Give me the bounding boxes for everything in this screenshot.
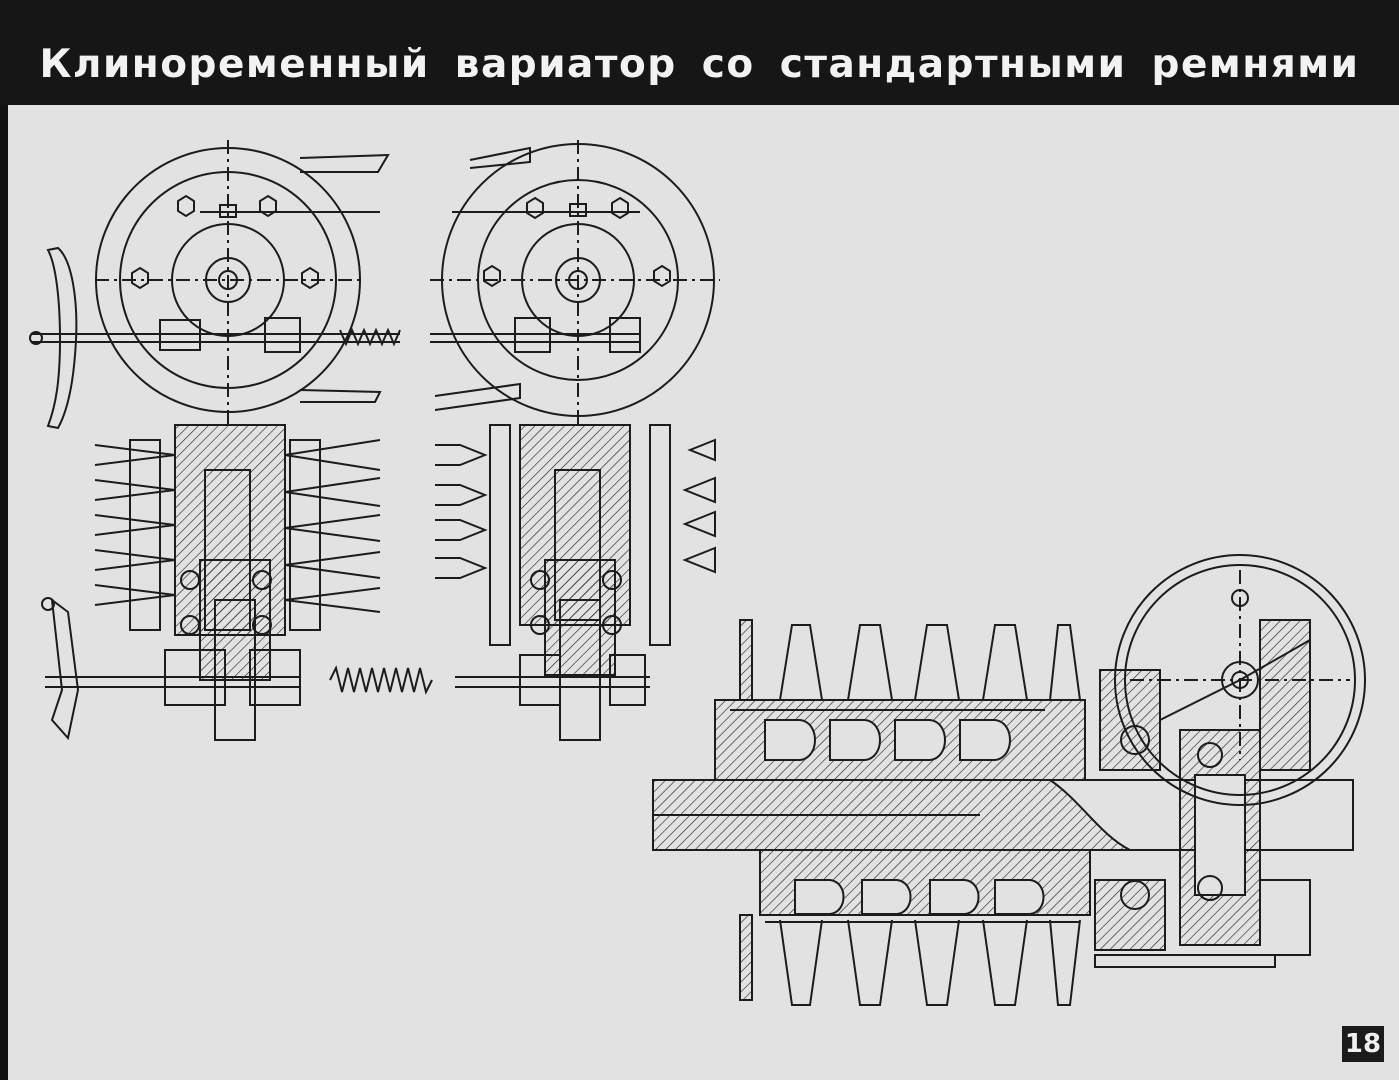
left-pulley-section [41,424,433,741]
right-pulley-section [435,424,716,741]
left-pulley-front-view [29,140,401,430]
page-number-badge: 18 [1342,1026,1384,1062]
title-bar: Клиноременный вариатор со стандартными р… [0,0,1399,105]
frame-edge [0,105,8,1080]
right-pulley-front-view [430,140,720,425]
slide-title: Клиноременный вариатор со стандартными р… [39,42,1360,87]
assembly-longitudinal-section [652,554,1366,1006]
